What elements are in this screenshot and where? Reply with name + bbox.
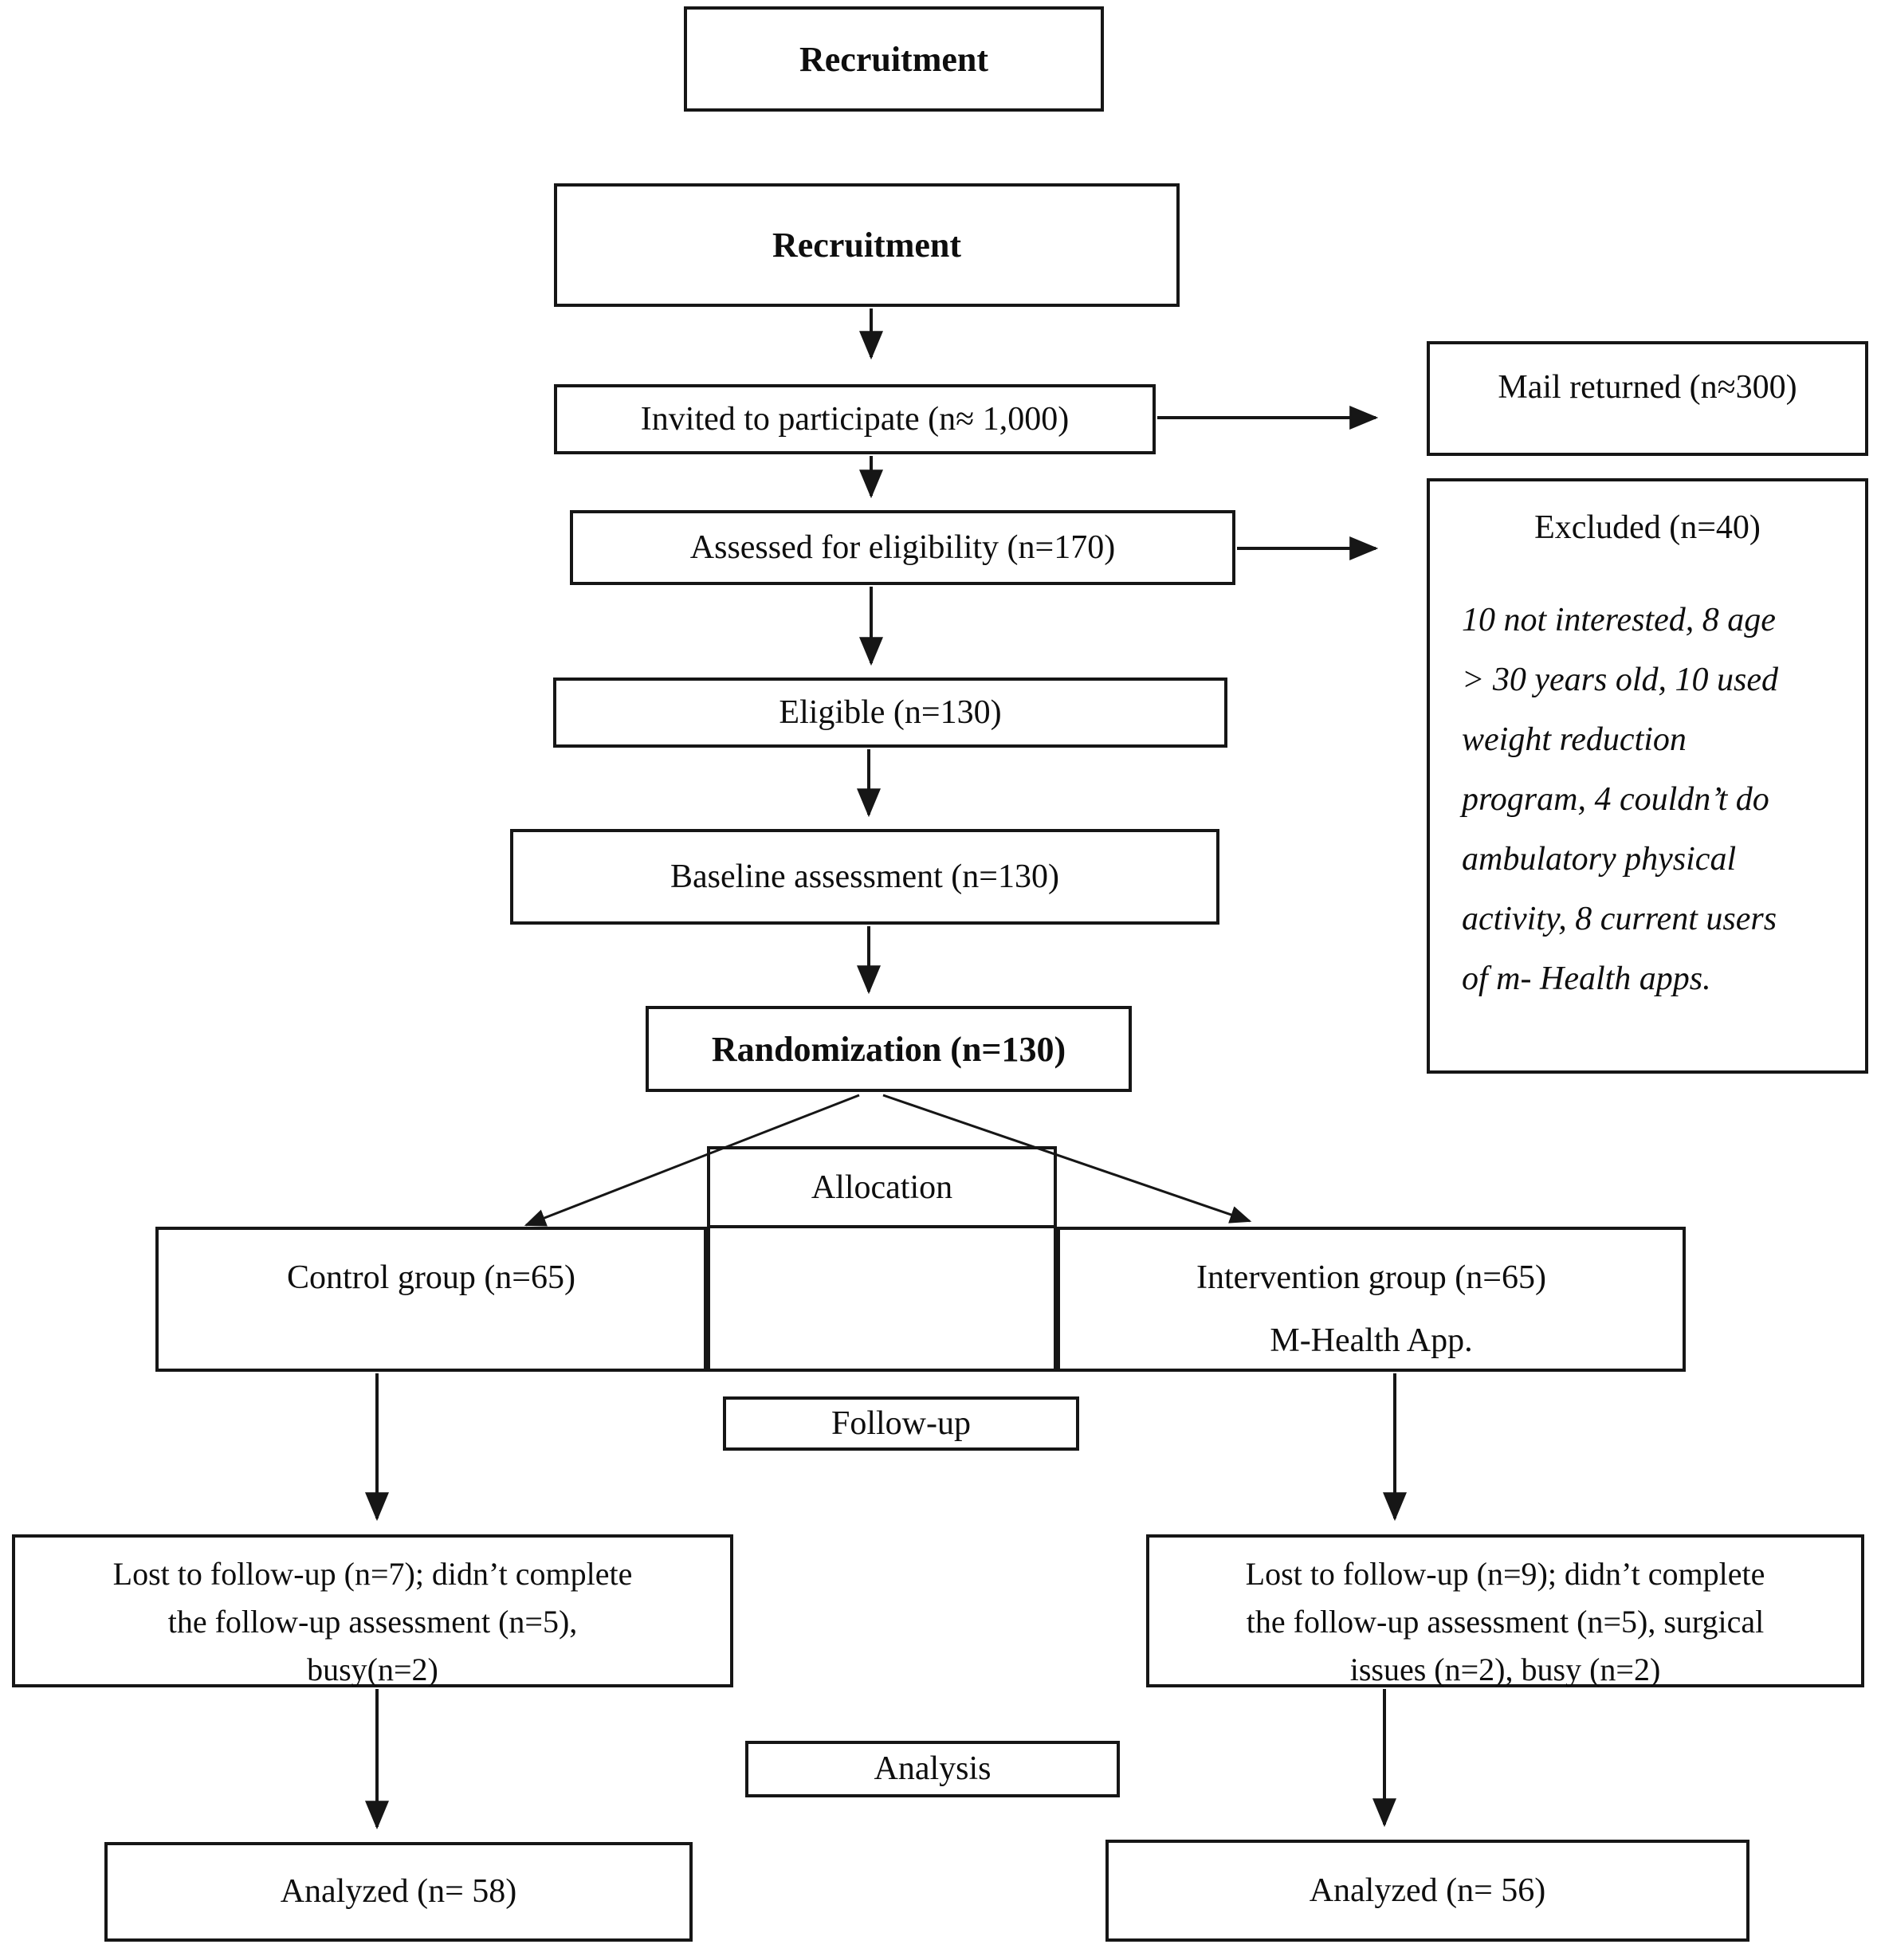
excluded-reason-line: program, 4 couldn’t do [1462,780,1769,818]
recruitment-header-box: Recruitment [684,6,1104,112]
lost-intervention-line: Lost to follow-up (n=9); didn’t complete [1245,1556,1765,1592]
eligible-label: Eligible (n=130) [779,693,1002,731]
excluded-reason-line: activity, 8 current users [1462,900,1777,937]
analyzed-intervention-label: Analyzed (n= 56) [1309,1872,1546,1909]
follow-up-box: Follow-up [723,1396,1079,1451]
lost-control-box: Lost to follow-up (n=7); didn’t complete… [12,1534,733,1687]
analyzed-control-box: Analyzed (n= 58) [104,1842,693,1942]
randomization-box: Randomization (n=130) [646,1006,1132,1092]
analyzed-control-label: Analyzed (n= 58) [280,1873,517,1911]
excluded-reason-line: ambulatory physical [1462,840,1737,878]
assessed-box: Assessed for eligibility (n=170) [570,510,1235,585]
intervention-group-box: Intervention group (n=65) M-Health App. [1057,1227,1686,1372]
lost-control-line: Lost to follow-up (n=7); didn’t complete [112,1556,633,1592]
mail-returned-label: Mail returned (n≈300) [1498,369,1797,406]
allocation-box: Allocation [707,1146,1057,1372]
baseline-label: Baseline assessment (n=130) [670,858,1059,895]
allocation-label: Allocation [811,1169,953,1206]
control-group-box: Control group (n=65) [155,1227,707,1372]
excluded-reason-line: of m- Health apps. [1462,960,1711,997]
recruitment-box: Recruitment [554,183,1180,307]
invited-box: Invited to participate (n≈ 1,000) [554,384,1156,454]
mail-returned-box: Mail returned (n≈300) [1427,341,1868,456]
intervention-group-label: Intervention group (n=65) [1196,1259,1546,1296]
excluded-reason-line: > 30 years old, 10 used [1462,661,1778,698]
lost-intervention-box: Lost to follow-up (n=9); didn’t complete… [1146,1534,1864,1687]
excluded-reason-line: 10 not interested, 8 age [1462,601,1776,638]
intervention-app-label: M-Health App. [1270,1322,1473,1359]
allocation-band-divider [707,1225,1057,1228]
lost-intervention-line: the follow-up assessment (n=5), surgical [1246,1604,1765,1640]
recruitment-label: Recruitment [772,226,961,265]
recruitment-header-label: Recruitment [799,39,988,79]
excluded-reasons: 10 not interested, 8 age > 30 years old,… [1430,591,1865,1009]
analysis-box: Analysis [745,1741,1120,1797]
excluded-box: Excluded (n=40) 10 not interested, 8 age… [1427,478,1868,1074]
invited-label: Invited to participate (n≈ 1,000) [640,400,1070,438]
excluded-reason-line: weight reduction [1462,721,1687,758]
lost-control-line: busy(n=2) [307,1652,438,1687]
excluded-title: Excluded (n=40) [1534,509,1761,546]
assessed-label: Assessed for eligibility (n=170) [689,528,1116,566]
lost-control-line: the follow-up assessment (n=5), [167,1604,578,1640]
analyzed-intervention-box: Analyzed (n= 56) [1105,1840,1749,1942]
lost-intervention-line: issues (n=2), busy (n=2) [1349,1652,1661,1687]
analysis-label: Analysis [874,1750,992,1788]
baseline-box: Baseline assessment (n=130) [510,829,1219,925]
control-group-label: Control group (n=65) [287,1259,575,1296]
eligible-box: Eligible (n=130) [553,678,1227,748]
randomization-label: Randomization (n=130) [711,1029,1066,1069]
follow-up-label: Follow-up [831,1404,971,1442]
